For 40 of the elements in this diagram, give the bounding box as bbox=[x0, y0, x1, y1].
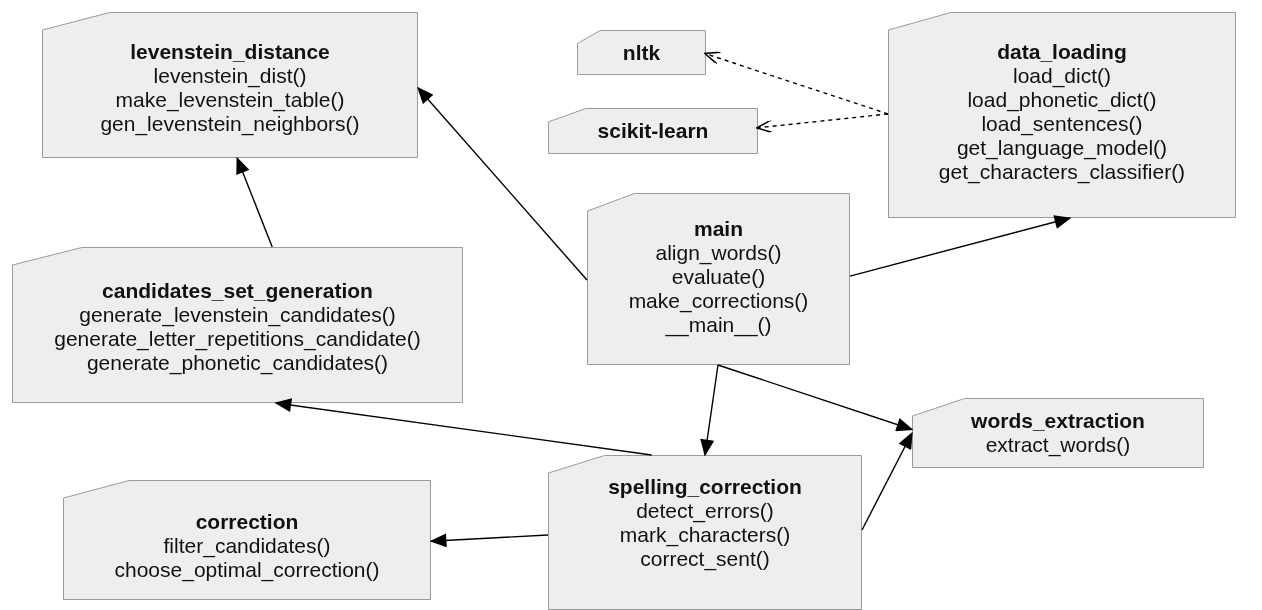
module-name: words_extraction bbox=[971, 409, 1145, 433]
function-name: evaluate() bbox=[671, 265, 766, 289]
arrow bbox=[236, 156, 273, 248]
dependency-arrow bbox=[704, 51, 889, 115]
module-name: main bbox=[694, 217, 743, 241]
function-name: make_corrections() bbox=[628, 289, 809, 313]
arrow bbox=[417, 86, 588, 281]
function-name: get_characters_classifier() bbox=[938, 160, 1186, 184]
function-name: generate_levenstein_candidates() bbox=[79, 303, 396, 327]
arrow bbox=[861, 431, 913, 531]
function-name: align_words() bbox=[655, 241, 782, 265]
function-name: filter_candidates() bbox=[163, 534, 331, 558]
arrow bbox=[700, 364, 719, 457]
function-name: levenstein_dist() bbox=[153, 64, 307, 88]
module-name: levenstein_distance bbox=[130, 40, 330, 64]
arrow bbox=[717, 364, 914, 432]
function-name: get_language_model() bbox=[956, 136, 1168, 160]
module-name: scikit-learn bbox=[597, 119, 709, 143]
function-name: generate_letter_repetitions_candidate() bbox=[54, 327, 421, 351]
module-name: nltk bbox=[622, 40, 661, 65]
arrow bbox=[429, 533, 549, 548]
function-name: choose_optimal_correction() bbox=[114, 558, 380, 582]
function-name: generate_phonetic_candidates() bbox=[86, 351, 389, 375]
function-name: load_phonetic_dict() bbox=[967, 88, 1157, 112]
dependency-arrow bbox=[756, 113, 889, 134]
function-name: mark_characters() bbox=[619, 523, 791, 547]
module-name: spelling_correction bbox=[608, 475, 802, 499]
function-name: __main__() bbox=[665, 313, 772, 337]
function-name: load_sentences() bbox=[981, 112, 1143, 136]
function-name: correct_sent() bbox=[640, 547, 770, 571]
arrow bbox=[849, 215, 1072, 277]
function-name: load_dict() bbox=[1012, 64, 1112, 88]
arrow bbox=[274, 398, 653, 456]
function-name: make_levenstein_table() bbox=[115, 88, 345, 112]
function-name: detect_errors() bbox=[636, 499, 774, 523]
module-name: correction bbox=[195, 510, 299, 534]
function-name: extract_words() bbox=[985, 433, 1131, 457]
module-name: candidates_set_generation bbox=[102, 279, 373, 303]
module-name: data_loading bbox=[997, 40, 1127, 64]
function-name: gen_levenstein_neighbors() bbox=[100, 112, 360, 136]
